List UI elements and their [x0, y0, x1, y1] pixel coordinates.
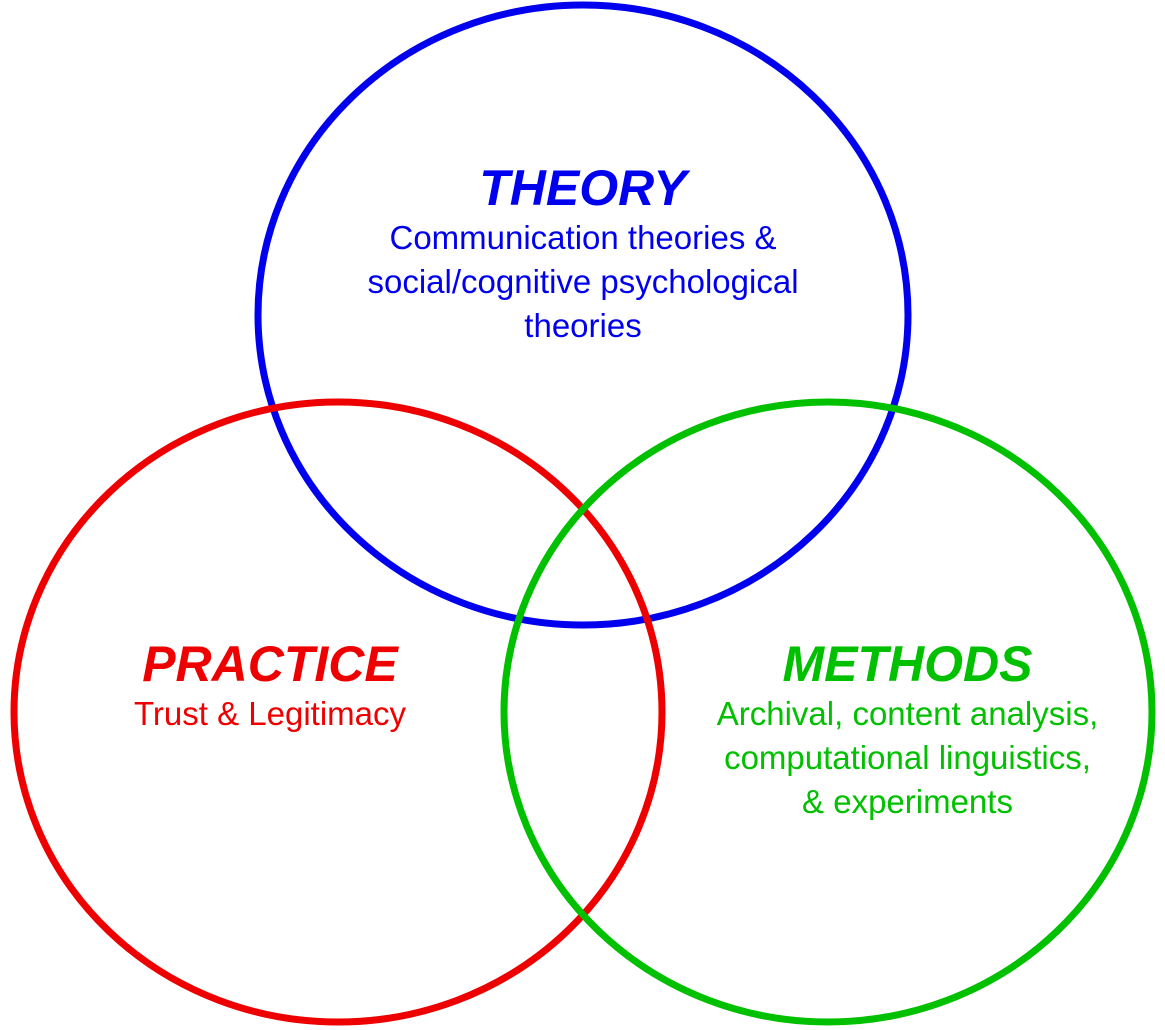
- practice-desc-line-1: Trust & Legitimacy: [133, 695, 407, 732]
- theory-label-block: THEORY Communication theories & social/c…: [283, 160, 883, 348]
- methods-desc-line-1: Archival, content analysis,: [716, 695, 1099, 732]
- theory-desc-line-3: theories: [524, 307, 642, 344]
- methods-desc-line-2: computational linguistics,: [724, 739, 1091, 776]
- methods-circle: [500, 398, 1156, 1026]
- theory-circle: [254, 1, 912, 629]
- practice-title: PRACTICE: [142, 636, 398, 692]
- theory-desc-line-2: social/cognitive psychological: [367, 263, 799, 300]
- theory-desc-line-1: Communication theories &: [389, 219, 777, 256]
- methods-label-block: METHODS Archival, content analysis, comp…: [650, 636, 1165, 824]
- methods-title: METHODS: [782, 636, 1033, 692]
- methods-desc-line-3: & experiments: [802, 783, 1013, 820]
- theory-title: THEORY: [479, 160, 687, 216]
- practice-circle: [10, 398, 666, 1026]
- practice-label-block: PRACTICE Trust & Legitimacy: [70, 636, 470, 736]
